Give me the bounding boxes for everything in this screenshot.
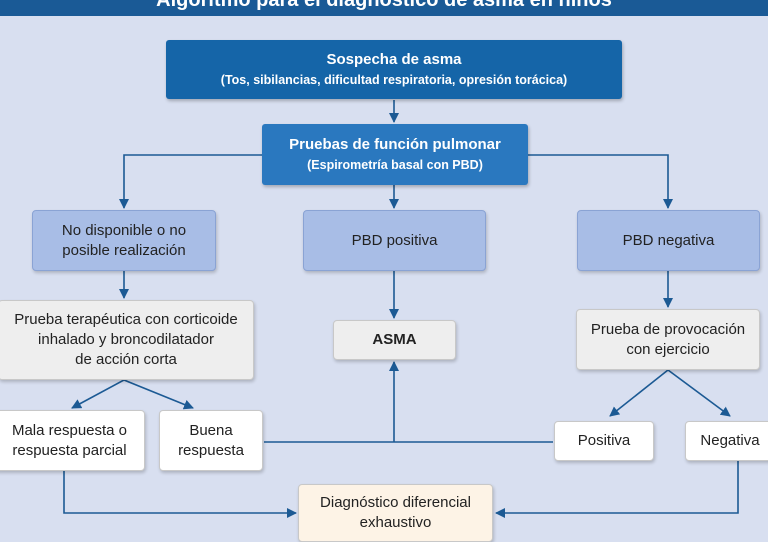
node-line: No disponible o no	[61, 221, 187, 239]
node-pbd-negative: PBD negativa	[577, 210, 760, 271]
node-line: posible realización	[62, 241, 186, 259]
node-label: Positiva	[577, 432, 631, 449]
header-bar: Algoritmo para el diagnóstico de asma en…	[0, 0, 768, 16]
node-therapeutic-test: Prueba terapéutica con corticoide inhala…	[0, 300, 254, 380]
arrow-therapeutic-to-bad	[71, 379, 125, 409]
arrow-tests-to-not-available	[119, 154, 262, 209]
diagram-title: Algoritmo para el diagnóstico de asma en…	[156, 0, 612, 11]
arrow-provocation-to-negative	[667, 369, 731, 417]
node-asthma: ASMA	[333, 320, 456, 360]
arrow-therapeutic-to-good	[123, 379, 194, 410]
node-label: PBD negativa	[622, 231, 715, 249]
arrow-provocation-to-positive	[609, 369, 669, 417]
node-line: exhaustivo	[359, 514, 432, 531]
node-asthma-suspicion: Sospecha de asma (Tos, sibilancias, difi…	[166, 40, 622, 99]
node-pulmonary-function-tests: Pruebas de función pulmonar (Espirometrí…	[262, 124, 528, 185]
node-subtitle: (Tos, sibilancias, dificultad respirator…	[220, 72, 568, 87]
node-positive: Positiva	[554, 421, 654, 461]
node-provocation-test: Prueba de provocación con ejercicio	[576, 309, 760, 370]
arrow-tests-to-pbd-negative	[528, 154, 673, 209]
connector-arrows	[63, 100, 739, 518]
node-line: Mala respuesta o	[11, 421, 128, 439]
node-label: ASMA	[372, 331, 417, 348]
node-subtitle: (Espirometría basal con PBD)	[307, 157, 483, 172]
arrow-bad-to-differential	[63, 471, 297, 518]
node-not-available: No disponible o no posible realización	[32, 210, 216, 271]
node-label: Negativa	[700, 432, 760, 449]
node-line: Diagnóstico diferencial	[320, 494, 471, 511]
node-bad-response: Mala respuesta o respuesta parcial	[0, 410, 145, 471]
node-line: respuesta parcial	[12, 441, 127, 459]
node-good-response: Buena respuesta	[159, 410, 263, 471]
arrow-negative-to-differential	[495, 460, 739, 518]
node-line: Prueba terapéutica con corticoide	[14, 311, 238, 328]
node-pbd-positive: PBD positiva	[303, 210, 486, 271]
node-differential-diagnosis: Diagnóstico diferencial exhaustivo	[298, 484, 493, 542]
node-line: Buena	[189, 421, 233, 439]
node-label: PBD positiva	[351, 231, 438, 249]
node-line: con ejercicio	[626, 340, 710, 358]
node-line: Prueba de provocación	[590, 320, 746, 338]
node-line: respuesta	[178, 441, 244, 459]
node-negative: Negativa	[685, 421, 768, 461]
node-line: inhalado y broncodilatador	[38, 331, 214, 348]
node-title: Sospecha de asma	[326, 50, 462, 68]
node-line: de acción corta	[75, 351, 177, 368]
node-title: Pruebas de función pulmonar	[289, 135, 501, 153]
